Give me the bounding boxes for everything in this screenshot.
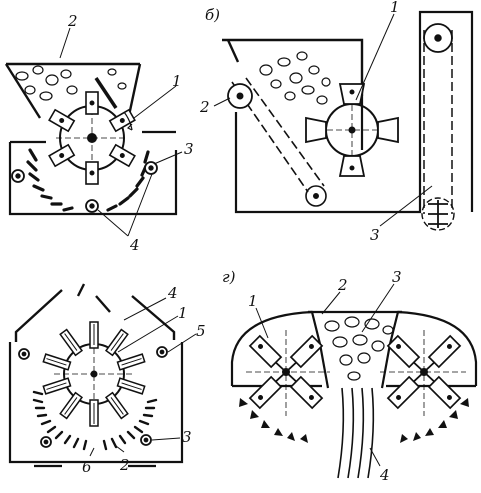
hopper [4,62,142,121]
panel-letter: г) [222,268,236,286]
callout-label: 3 [370,226,380,244]
discharge-stream [337,387,375,479]
callout-label: 2 [337,276,348,294]
feed-material [259,51,331,105]
housing [8,130,178,216]
bucket-elevator [421,23,455,231]
rotor [42,321,146,427]
hopper [308,310,402,389]
callout-label: 1 [248,292,258,310]
housing [8,342,184,468]
callout-label: 4 [129,236,140,254]
callout-label: 2 [67,12,78,30]
feed-material [15,65,127,101]
rotor-left [246,330,330,416]
grate-teeth [239,398,469,443]
panel-b: б) [199,0,474,244]
callout-label: 4 [379,466,390,484]
grate-bars [26,148,150,212]
callout-label: 2 [119,456,130,474]
leader-lines [59,27,183,237]
callout-label: 3 [184,140,194,158]
panel-letter: б) [205,6,220,24]
callout-label: 3 [182,428,192,446]
panel-a: 2 1 3 4 [4,12,194,254]
leader-lines [213,13,433,227]
grate-bars [32,390,158,451]
rotor [48,91,136,185]
callout-label: 5 [196,322,206,340]
callout-label: 6 [82,458,92,476]
rollers [18,346,168,448]
callout-label: 3 [392,268,402,286]
leader-lines [89,297,197,457]
callout-label: 2 [199,98,210,116]
rollers [11,161,158,213]
feed-material [324,316,394,381]
leader-lines [255,283,395,467]
callout-label: 1 [390,0,400,16]
hopper [222,38,364,96]
rotor-right [380,330,466,416]
callout-label: 1 [178,304,188,322]
panel-g: г) [222,268,478,484]
callout-label: 4 [167,284,178,302]
callout-label: 1 [172,72,182,90]
feed-conveyor [227,77,327,207]
rotor [305,83,399,177]
panel-v: 4 1 5 3 6 2 [8,283,206,476]
